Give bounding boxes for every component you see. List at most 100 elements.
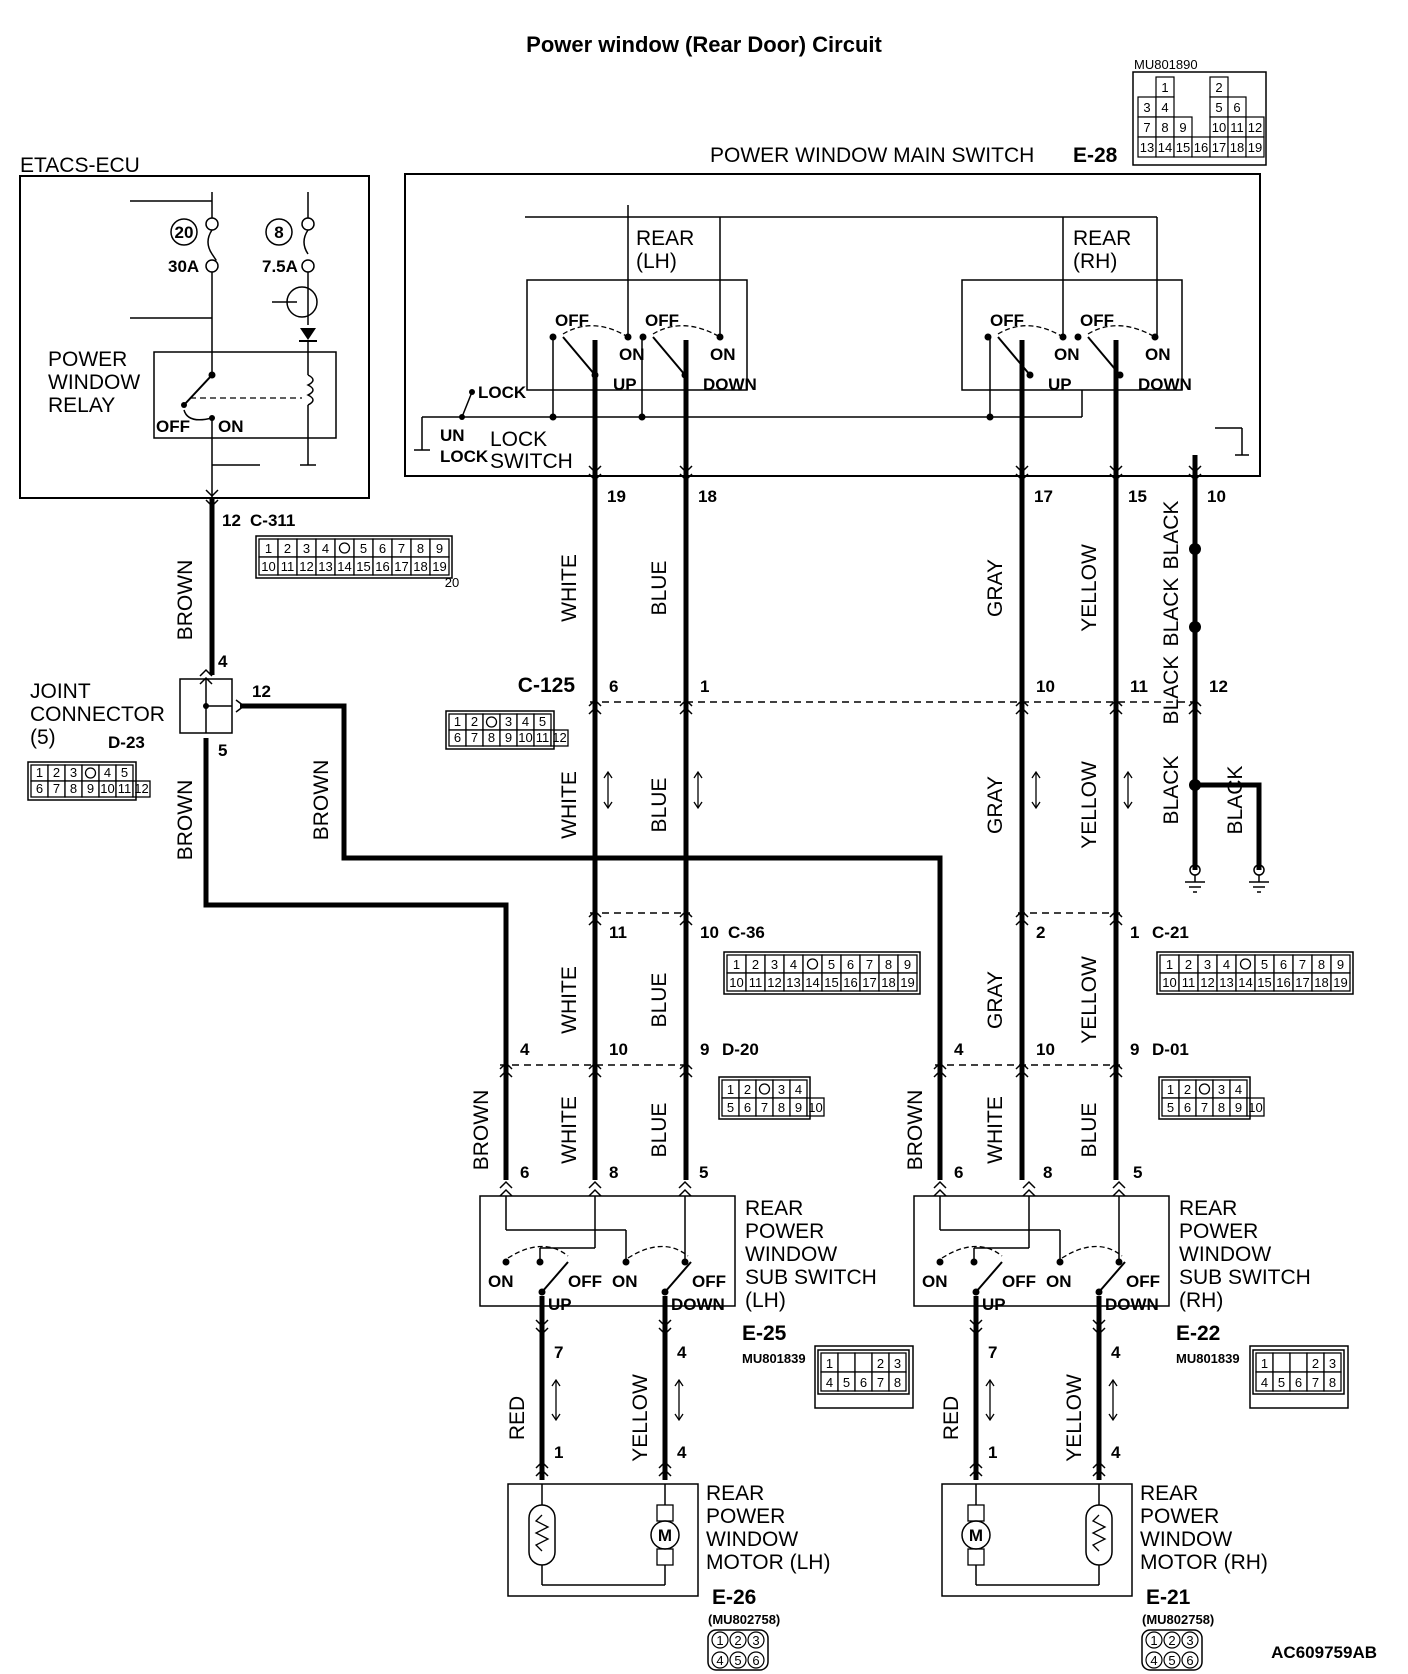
pin-number: 15 [1257, 975, 1271, 990]
pin-number: 11 [281, 559, 295, 574]
direction-arrow [551, 1378, 561, 1422]
connector-mark [933, 1180, 947, 1197]
direction-arrow [985, 1378, 995, 1422]
sub-switch-label: POWER [745, 1220, 824, 1243]
connector-mark [535, 1460, 549, 1477]
wire-color-label: WHITE [558, 966, 581, 1034]
motor-label: REAR [706, 1482, 764, 1505]
pin-number: 2 [1215, 80, 1222, 95]
pin-number: 5 [121, 765, 128, 780]
wire-color-label: BLACK [1224, 766, 1247, 835]
pin-number: 7 [866, 957, 873, 972]
pin-number: 1 [36, 765, 43, 780]
c125-pin: 10 [1036, 677, 1055, 696]
connector-mark [588, 698, 602, 715]
joint-id: D-23 [108, 733, 145, 752]
pin-number: 16 [375, 559, 389, 574]
wire-color-label: BLUE [648, 778, 671, 833]
pin-number: 3 [752, 1633, 759, 1648]
connector-mark [588, 1180, 602, 1197]
pin-number: 4 [716, 1653, 723, 1668]
pin-number: 10 [1162, 975, 1176, 990]
pin-number: 2 [53, 765, 60, 780]
pin-number: 11 [1230, 120, 1244, 135]
switch-up-label: UP [613, 375, 637, 394]
connector-mark [1109, 465, 1123, 482]
pin-number: 2 [1184, 1082, 1191, 1097]
pin-number: 6 [36, 781, 43, 796]
pin-number: 9 [1179, 120, 1186, 135]
pin-number: 8 [70, 781, 77, 796]
joint-pin-down: 5 [218, 741, 227, 760]
pin-number: 2 [877, 1356, 884, 1371]
wire-color-label: BLACK [1160, 578, 1183, 647]
power-window-main-switch: POWER WINDOW MAIN SWITCH E-28 REAR (LH) … [404, 144, 1261, 477]
pin-number: 12 [1248, 120, 1262, 135]
switch-on-label: ON [710, 345, 736, 364]
pin-number: 14 [1238, 975, 1252, 990]
pin-number: 1 [265, 541, 272, 556]
lock-label: LOCK [478, 383, 527, 402]
motor-pin: 4 [677, 1443, 687, 1462]
pin-number: 3 [303, 541, 310, 556]
pin-number: 2 [284, 541, 291, 556]
pin-number: 4 [1261, 1375, 1268, 1390]
switch-on-label: ON [1054, 345, 1080, 364]
sub-off-label: OFF [568, 1272, 602, 1291]
pin-number: 5 [1261, 957, 1268, 972]
relay-label-1: POWER [48, 348, 127, 371]
pin-number: 19 [1248, 140, 1262, 155]
pin-number: 19 [432, 559, 446, 574]
switch-off-label: OFF [555, 311, 589, 330]
sub-up-label: UP [548, 1295, 572, 1314]
pin-number: 9 [505, 730, 512, 745]
motor-id: E-21 [1146, 1586, 1191, 1609]
pin-number: 6 [847, 957, 854, 972]
pin-number: 3 [894, 1356, 901, 1371]
wire-red-label: RED [506, 1396, 529, 1440]
sub-switch-part: MU801839 [1176, 1351, 1240, 1366]
wire-color-label: GRAY [984, 559, 1007, 617]
fuse-20-rating: 30A [168, 257, 199, 276]
c36-id: C-36 [728, 923, 765, 942]
c125-id: C-125 [518, 674, 576, 697]
unlock-label-2: LOCK [440, 447, 489, 466]
pin-number: 10 [518, 730, 532, 745]
main-switch-connector-part: MU801890 [1134, 57, 1198, 72]
pin-label: 10 [1207, 487, 1226, 506]
motor-label: MOTOR (RH) [1140, 1551, 1268, 1574]
motor-label: WINDOW [706, 1528, 798, 1551]
main-switch-label: POWER WINDOW MAIN SWITCH [710, 144, 1034, 167]
sub-pin-bottom: 7 [554, 1343, 563, 1362]
relay-off-label: OFF [156, 417, 190, 436]
connector-mark [679, 909, 693, 926]
sub-down-label: DOWN [1105, 1295, 1159, 1314]
pin-number: 7 [1299, 957, 1306, 972]
main-switch-id: E-28 [1073, 144, 1118, 167]
pin-number: 1 [1167, 1082, 1174, 1097]
pin-number: 10 [1212, 120, 1226, 135]
d20-id: D-20 [722, 1040, 759, 1059]
pin-number: 8 [417, 541, 424, 556]
pin-number: 15 [824, 975, 838, 990]
pin-number: 7 [1312, 1375, 1319, 1390]
connector-mark [588, 465, 602, 482]
sub-switch-part: MU801839 [742, 1351, 806, 1366]
pin-number: 5 [828, 957, 835, 972]
connector-mark [499, 1180, 513, 1197]
pin-number: 2 [1185, 957, 1192, 972]
pin-number: 16 [1194, 140, 1208, 155]
motor-pin: 1 [988, 1443, 997, 1462]
connector-mark [1092, 1319, 1106, 1336]
connector-mark [969, 1319, 983, 1336]
sub-pin-bottom: 4 [677, 1343, 687, 1362]
pin-number: 5 [360, 541, 367, 556]
pin-number: 8 [1318, 957, 1325, 972]
connector-mark [1015, 698, 1029, 715]
motor-label: REAR [1140, 1482, 1198, 1505]
pin-number: 11 [1182, 975, 1196, 990]
c21-pin: 2 [1036, 923, 1045, 942]
